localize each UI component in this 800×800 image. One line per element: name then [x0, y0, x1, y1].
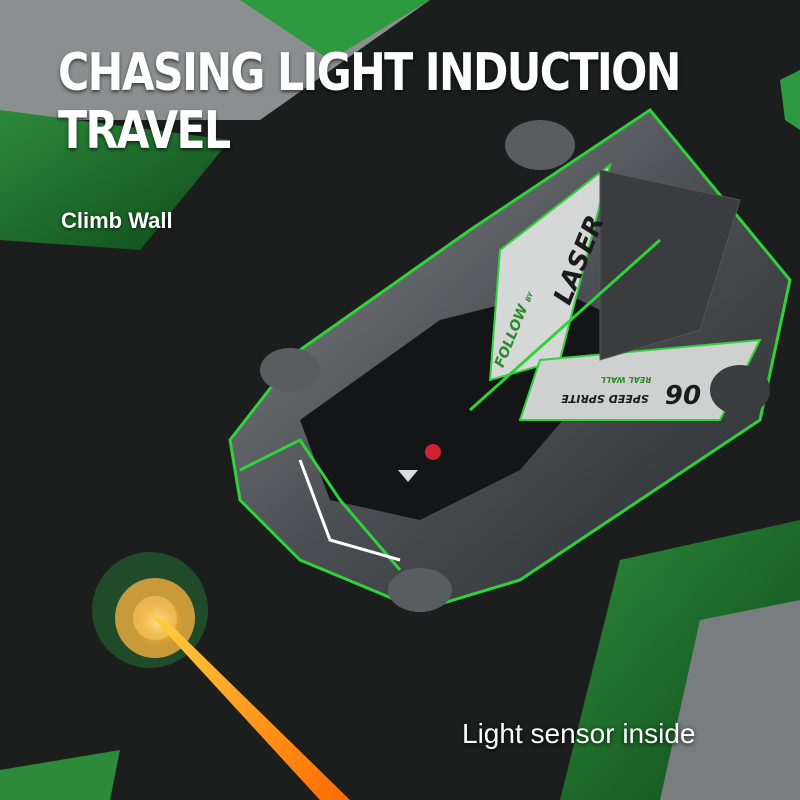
decal-number: 06	[664, 378, 702, 408]
headline: CHASING LIGHT INDUCTION TRAVEL	[58, 43, 681, 161]
wall-climbing-car	[228, 107, 792, 612]
headline-line-2: TRAVEL	[58, 101, 231, 161]
decal-by: BY	[524, 290, 536, 304]
decal-tagline: REAL WALL	[600, 375, 652, 384]
headline-line-1: CHASING LIGHT INDUCTION	[58, 43, 681, 103]
light-sensor-target	[92, 552, 350, 800]
decal-model: SPEED SPRITE	[561, 392, 649, 405]
laser-beam	[150, 615, 350, 800]
subtitle: Climb Wall	[61, 208, 173, 233]
caption: Light sensor inside	[462, 718, 696, 749]
